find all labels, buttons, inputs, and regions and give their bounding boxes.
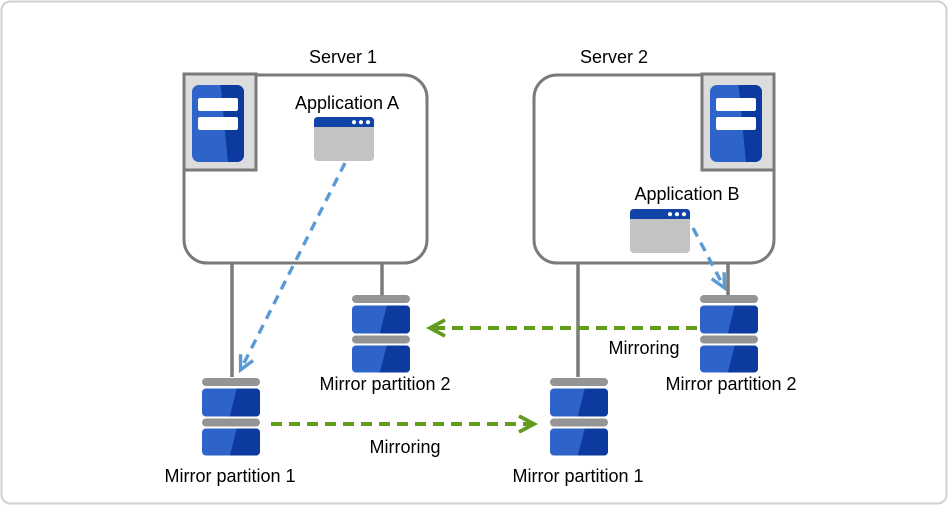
application-a-icon — [314, 117, 374, 161]
mirror-partition-1-server1-label: Mirror partition 1 — [164, 466, 295, 486]
server-2-icon — [702, 74, 774, 170]
server-1-icon — [184, 74, 256, 170]
mirror-partition-1-server2-label: Mirror partition 1 — [512, 466, 643, 486]
application-a-label: Application A — [295, 93, 399, 113]
server-2-title: Server 2 — [580, 47, 648, 67]
mirror-partition-2-server1-label: Mirror partition 2 — [319, 374, 450, 394]
mirroring-label-top: Mirroring — [608, 338, 679, 358]
application-b-label: Application B — [634, 184, 739, 204]
application-b-access-arrow — [691, 227, 727, 292]
application-a-access-arrow — [238, 162, 347, 374]
server-1-title: Server 1 — [309, 47, 377, 67]
mirroring-label-bottom: Mirroring — [369, 437, 440, 457]
mirror-partition-2-server2-label: Mirror partition 2 — [665, 374, 796, 394]
application-b-icon — [630, 209, 690, 253]
